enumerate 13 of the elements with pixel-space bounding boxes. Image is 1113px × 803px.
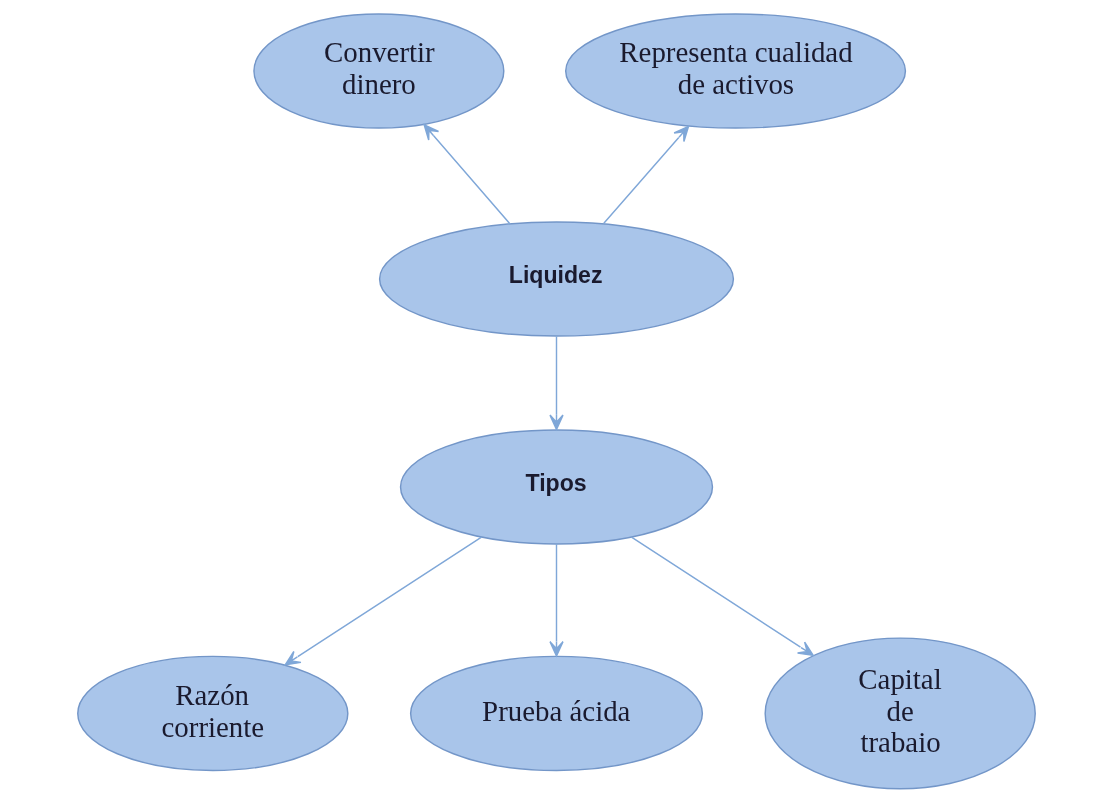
node-ellipse: Representa cualidad de activos <box>565 13 907 129</box>
arrow <box>630 536 814 657</box>
arrow <box>549 335 564 431</box>
arrow <box>284 536 483 666</box>
arrow <box>549 543 564 657</box>
node-ellipse: Convertir dinero <box>253 13 505 129</box>
node-ellipse: Tipos <box>399 429 714 545</box>
node-ellipse: Razón corriente <box>77 655 349 772</box>
node-ellipse: Liquidez <box>378 221 735 337</box>
arrow <box>423 124 511 225</box>
node-ellipse: Prueba ácida <box>409 655 704 772</box>
arrow <box>603 125 690 225</box>
node-ellipse: Capital de trabaio <box>764 637 1036 790</box>
